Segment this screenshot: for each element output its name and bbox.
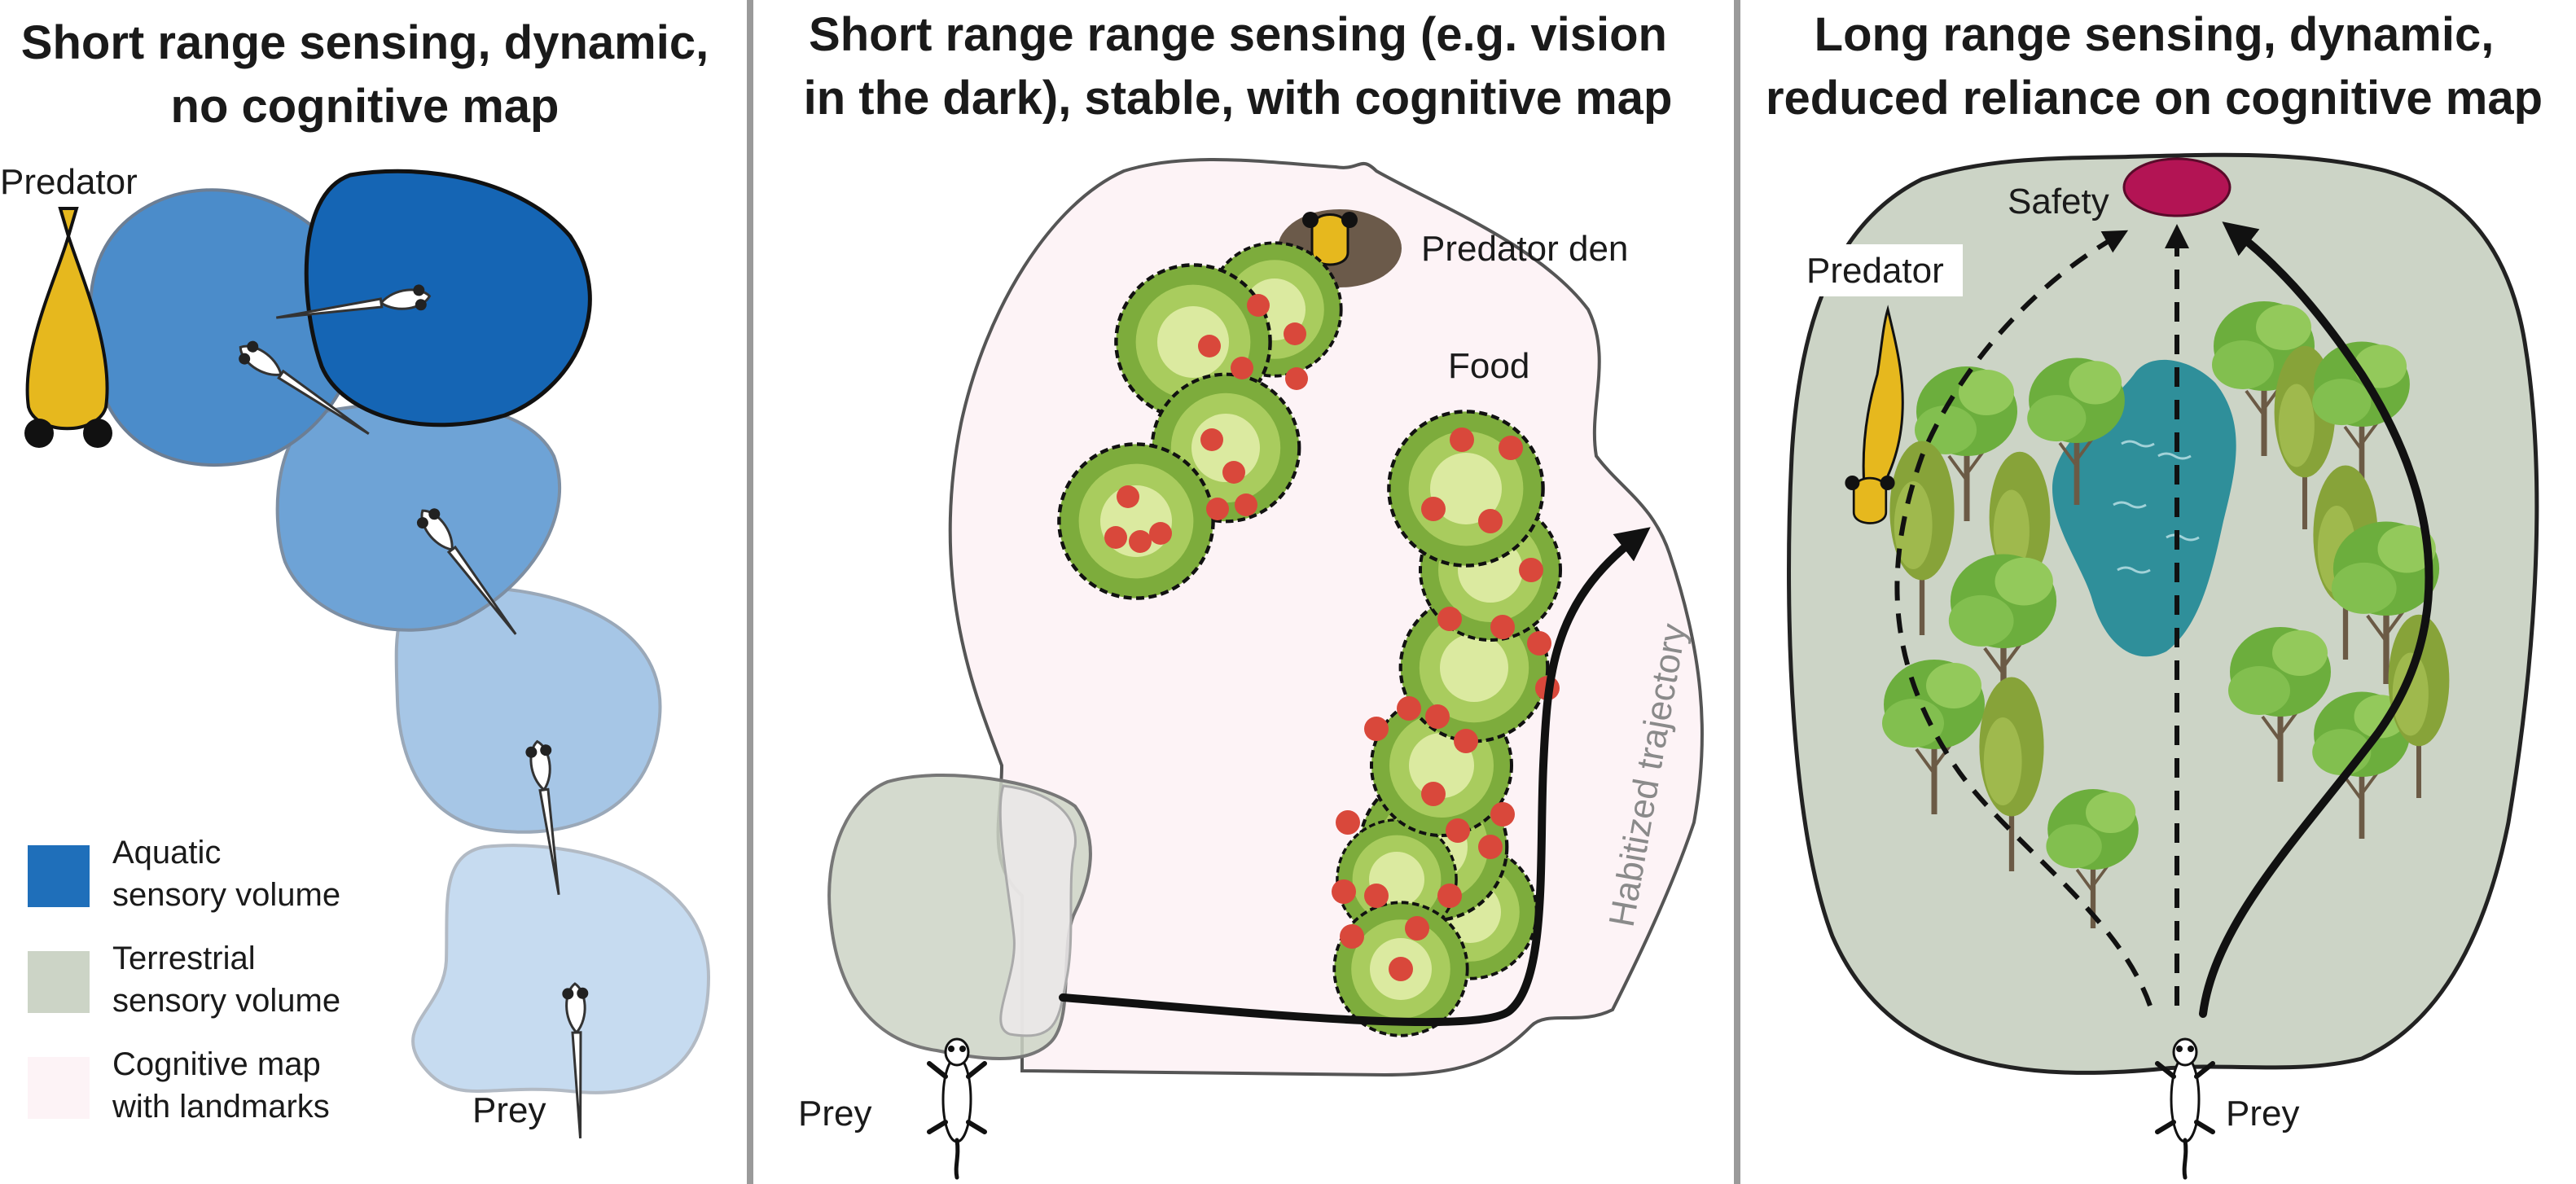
aquatic-sensory-volume (394, 584, 662, 834)
legend-swatch-cognitive (28, 1057, 90, 1119)
predator-label: Predator (0, 162, 138, 202)
panel-aquatic: Short range sensing, dynamic, no cogniti… (0, 16, 711, 1140)
legend-label: Cognitive map (112, 1046, 321, 1082)
panel-title: in the dark), stable, with cognitive map (804, 72, 1673, 125)
bush-cluster (1332, 411, 1562, 1037)
salamander-prey-icon (929, 1039, 985, 1177)
legend-swatch-terrestrial (28, 951, 90, 1013)
predator-den-label: Predator den (1421, 229, 1628, 269)
predator-label: Predator (1806, 251, 1944, 291)
prey-label: Prey (798, 1094, 871, 1134)
legend-swatch-aquatic (28, 845, 90, 907)
panel-cognitive-map: Short range range sensing (e.g. vision i… (798, 8, 1704, 1177)
pond-ripples (2113, 440, 2200, 574)
panel-title: no cognitive map (171, 80, 560, 133)
berry-group (1332, 428, 1560, 981)
bush-cluster (1059, 241, 1343, 598)
predator-body-icon (1844, 305, 1904, 524)
panel-title: Short range sensing, dynamic, (21, 16, 709, 69)
aquatic-sensory-volume (411, 844, 711, 1094)
habitized-trajectory-arrow (1059, 527, 1651, 1026)
legend-label: Terrestrial (112, 941, 256, 976)
panel-title: reduced reliance on cognitive map (1766, 72, 2543, 125)
safety-label: Safety (2008, 182, 2109, 221)
prey-label: Prey (472, 1090, 546, 1130)
solid-path-right (2199, 221, 2433, 1018)
predator-label-bg (1792, 244, 1963, 296)
legend: Aquatic sensory volume Terrestrial senso… (28, 835, 340, 1125)
aquatic-sensory-volume (304, 169, 592, 428)
panel-title: Long range sensing, dynamic, (1815, 8, 2495, 61)
panel-title: Short range range sensing (e.g. vision (809, 8, 1667, 61)
prey-label: Prey (2226, 1094, 2299, 1134)
safety-zone (2122, 157, 2232, 217)
terrestrial-sensory-volume (998, 784, 1077, 1037)
dashed-path-left (1894, 230, 2153, 1006)
legend-label: Aquatic (112, 835, 221, 870)
berry-group (1104, 294, 1308, 553)
panel-long-range: Long range sensing, dynamic, reduced rel… (1766, 8, 2543, 1177)
predator-fish-icon (24, 207, 112, 448)
food-label: Food (1448, 346, 1529, 386)
legend-label: sensory volume (112, 877, 340, 913)
legend-label: sensory volume (112, 983, 340, 1019)
legend-label: with landmarks (112, 1089, 330, 1125)
